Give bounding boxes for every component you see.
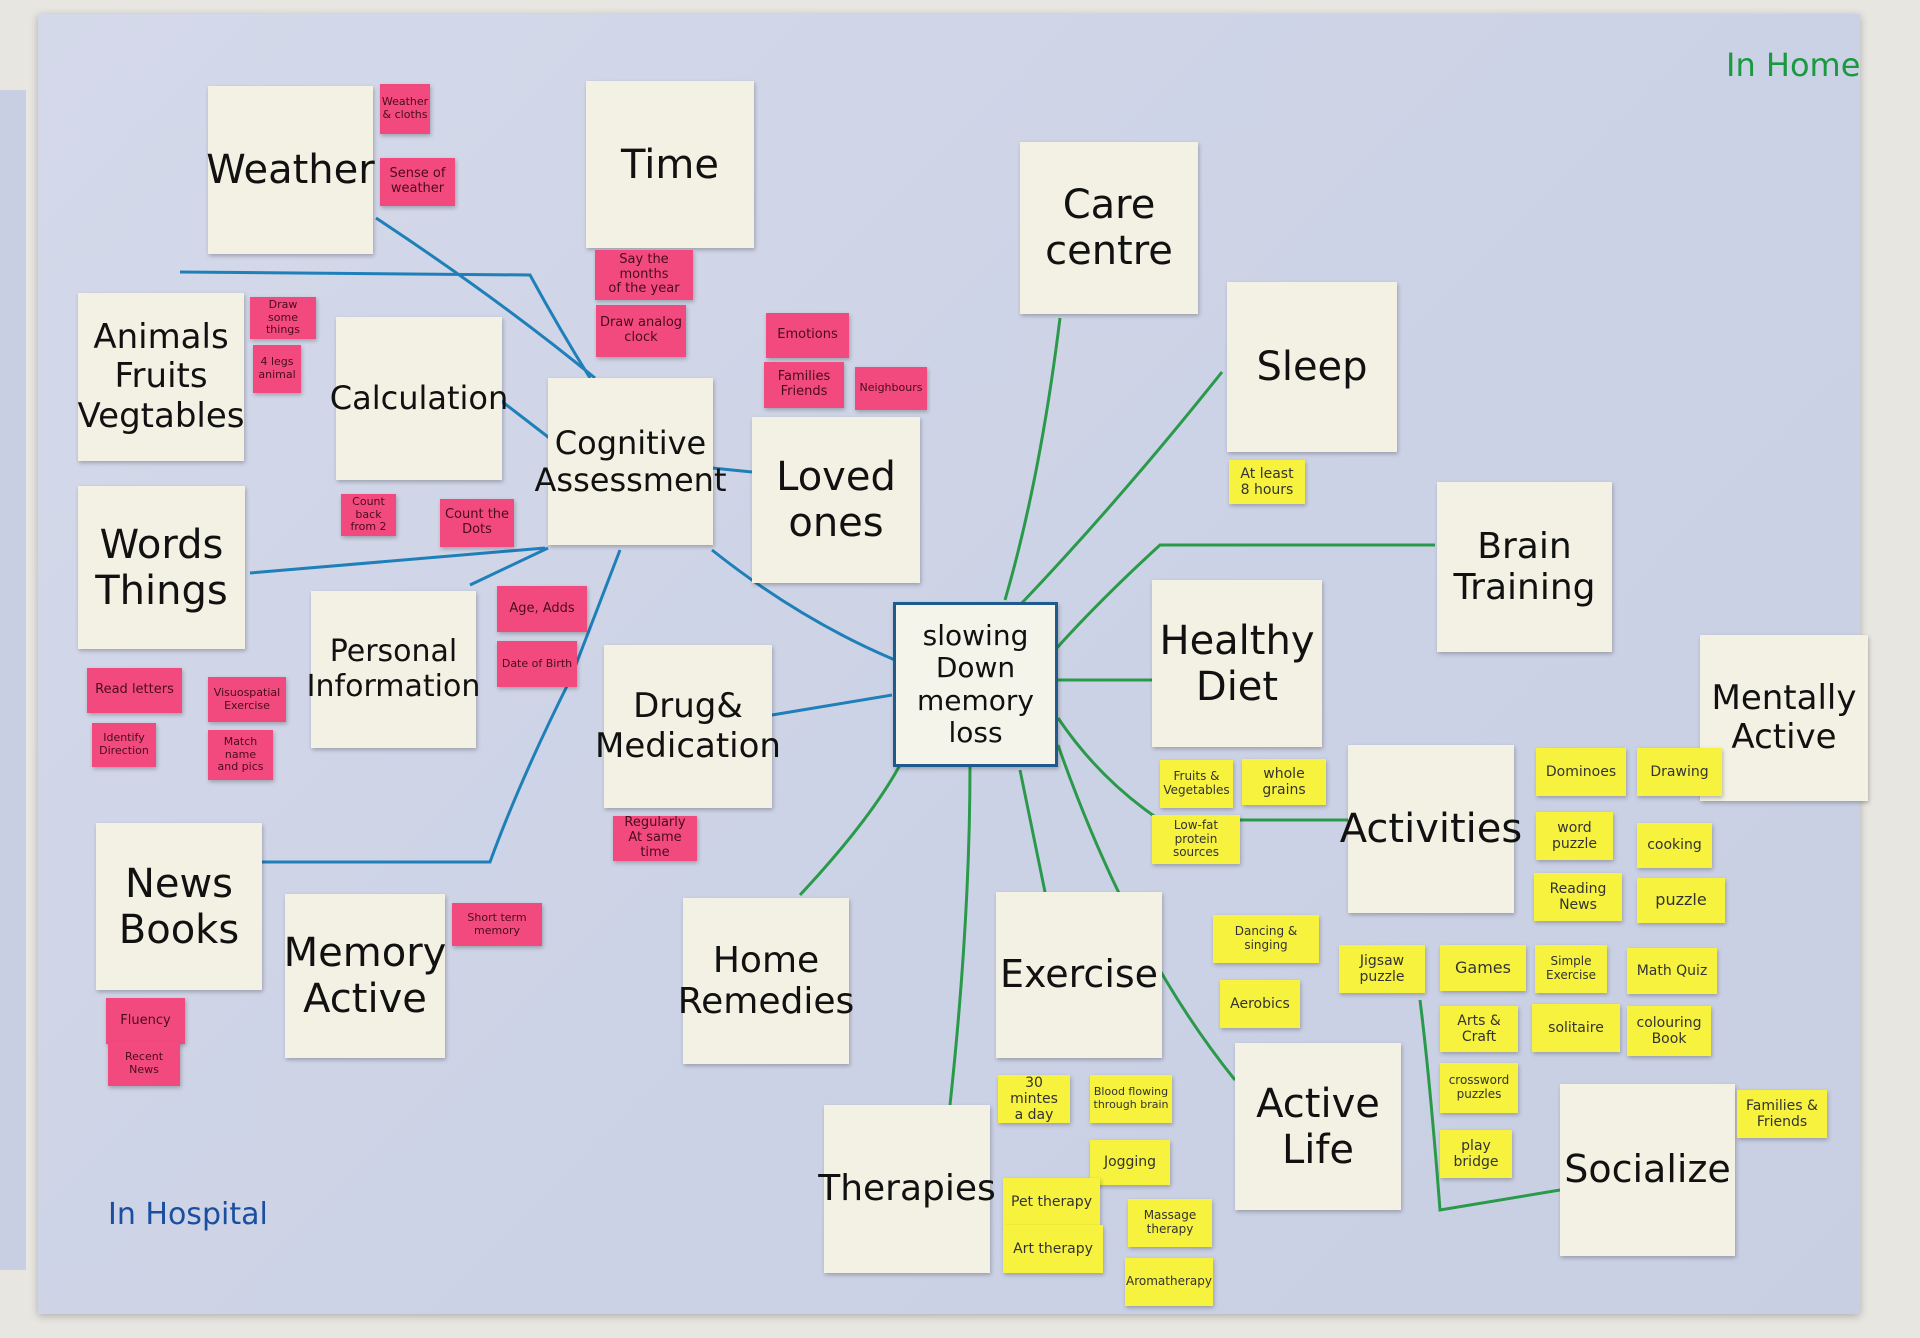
- yellow-games: Games: [1440, 945, 1526, 991]
- note-personal: Personal Information: [307, 591, 480, 748]
- pink-emotions: Emotions: [766, 313, 849, 358]
- note-home-remedies: Home Remedies: [678, 898, 854, 1064]
- line-sleep: [1018, 371, 1224, 607]
- line-words: [249, 546, 546, 575]
- yellow-simple-exercise: Simple Exercise: [1535, 945, 1607, 993]
- yellow-reading-news: Reading News: [1534, 873, 1622, 921]
- line-animals: [179, 270, 592, 379]
- pink-families-friends: Families Friends: [764, 362, 844, 408]
- hospital-connectors: [179, 216, 896, 864]
- label-in-home: In Home: [1726, 46, 1861, 84]
- pink-short-term-memory: Short term memory: [452, 903, 542, 946]
- note-weather: Weather: [206, 86, 375, 254]
- line-therapies: [948, 764, 972, 1106]
- note-animals: Animals Fruits Vegtables: [78, 293, 244, 461]
- line-personal: [469, 546, 549, 587]
- line-news: [262, 549, 622, 864]
- yellow-arts-craft: Arts & Craft: [1440, 1006, 1518, 1052]
- line-socialize: [1418, 999, 1561, 1212]
- note-words: Words Things: [78, 486, 245, 649]
- pink-date-of-birth: Date of Birth: [497, 641, 577, 687]
- pink-sense-of-weather: Sense of weather: [380, 158, 455, 206]
- note-socialize: Socialize: [1560, 1084, 1735, 1256]
- line-home-rem: [798, 764, 902, 897]
- yellow-massage-therapy: Massage therapy: [1128, 1199, 1212, 1247]
- note-healthy-diet: Healthy Diet: [1152, 580, 1322, 747]
- pink-match-name-pics: Match name and pics: [208, 730, 273, 780]
- label-in-hospital: In Hospital: [108, 1197, 268, 1232]
- line-drug: [771, 693, 893, 717]
- yellow-dominoes: Dominoes: [1536, 748, 1626, 796]
- yellow-play-bridge: play bridge: [1440, 1130, 1512, 1178]
- pink-count-dots: Count the Dots: [440, 499, 514, 547]
- note-drug: Drug& Medication: [595, 645, 781, 808]
- note-news: News Books: [96, 823, 262, 990]
- yellow-low-fat-protein: Low-fat protein sources: [1152, 815, 1240, 864]
- note-exercise: Exercise: [996, 892, 1162, 1058]
- note-loved-ones: Loved ones: [752, 417, 920, 583]
- note-active-life: Active Life: [1235, 1043, 1401, 1210]
- line-brain: [1053, 543, 1435, 652]
- pink-four-legs: 4 legs animal: [253, 345, 301, 393]
- yellow-puzzle: puzzle: [1637, 878, 1725, 923]
- pink-count-back: Count back from 2: [341, 494, 396, 536]
- line-weather: [375, 216, 596, 380]
- yellow-dancing-singing: Dancing & singing: [1213, 915, 1319, 963]
- note-therapies: Therapies: [818, 1105, 996, 1273]
- pink-draw-analog-clock: Draw analog clock: [596, 305, 686, 357]
- note-sleep: Sleep: [1227, 282, 1397, 452]
- yellow-drawing: Drawing: [1637, 748, 1722, 796]
- note-activities: Activities: [1340, 745, 1522, 913]
- line-cognitive-loved: [711, 466, 753, 474]
- pink-age-adds: Age, Adds: [497, 586, 587, 632]
- yellow-at-least-8-hours: At least 8 hours: [1229, 460, 1305, 504]
- pink-identify-direction: Identify Direction: [92, 723, 156, 767]
- yellow-whole-grains: whole grains: [1242, 759, 1326, 805]
- yellow-word-puzzle: word puzzle: [1536, 812, 1613, 860]
- yellow-30-minutes: 30 mintes a day: [998, 1075, 1070, 1123]
- line-care: [1003, 317, 1062, 601]
- line-cognitive-center: [711, 548, 896, 662]
- yellow-art-therapy: Art therapy: [1003, 1225, 1103, 1273]
- home-connectors: [798, 317, 1561, 1212]
- note-brain-training: Brain Training: [1437, 482, 1612, 652]
- yellow-fruits-vegetables: Fruits & Vegetables: [1160, 760, 1233, 808]
- note-calculation: Calculation: [330, 317, 508, 480]
- yellow-families-friends: Families & Friends: [1737, 1090, 1827, 1138]
- line-calculation: [499, 398, 553, 442]
- yellow-colouring-book: colouring Book: [1627, 1006, 1711, 1056]
- yellow-jogging: Jogging: [1090, 1140, 1170, 1185]
- yellow-cooking: cooking: [1637, 823, 1712, 868]
- line-exercise: [1018, 769, 1047, 893]
- note-cognitive: Cognitive Assessment: [535, 378, 726, 545]
- pink-read-letters: Read letters: [87, 668, 182, 713]
- yellow-crossword-puzzles: crossword puzzles: [1440, 1063, 1518, 1113]
- yellow-jigsaw-puzzle: Jigsaw puzzle: [1339, 945, 1425, 993]
- pink-recent-news: Recent News: [108, 1042, 180, 1086]
- yellow-solitaire: solitaire: [1532, 1004, 1620, 1052]
- pink-weather-cloths: Weather & cloths: [380, 84, 430, 134]
- yellow-aerobics: Aerobics: [1220, 980, 1300, 1028]
- adjacent-poster-edge: [0, 90, 26, 1270]
- note-time: Time: [586, 81, 754, 248]
- note-memory: Memory Active: [284, 894, 446, 1058]
- note-mentally-active: Mentally Active: [1700, 635, 1868, 801]
- pink-draw-some-things: Draw some things: [250, 297, 316, 339]
- yellow-math-quiz: Math Quiz: [1627, 948, 1717, 994]
- pink-regularly: Regularly At same time: [613, 815, 697, 861]
- note-care-centre: Care centre: [1020, 142, 1198, 314]
- yellow-blood-flowing: Blood flowing through brain: [1090, 1075, 1172, 1123]
- note-center-slowing-memory-loss: slowing Down memory loss: [893, 602, 1058, 767]
- pink-neighbours: Neighbours: [855, 367, 927, 410]
- yellow-pet-therapy: Pet therapy: [1003, 1178, 1100, 1226]
- pink-fluency: Fluency: [106, 998, 185, 1044]
- pink-say-months: Say the months of the year: [595, 250, 693, 300]
- pink-visuospatial: Visuospatial Exercise: [208, 677, 286, 722]
- yellow-aromatherapy: Aromatherapy: [1125, 1258, 1213, 1306]
